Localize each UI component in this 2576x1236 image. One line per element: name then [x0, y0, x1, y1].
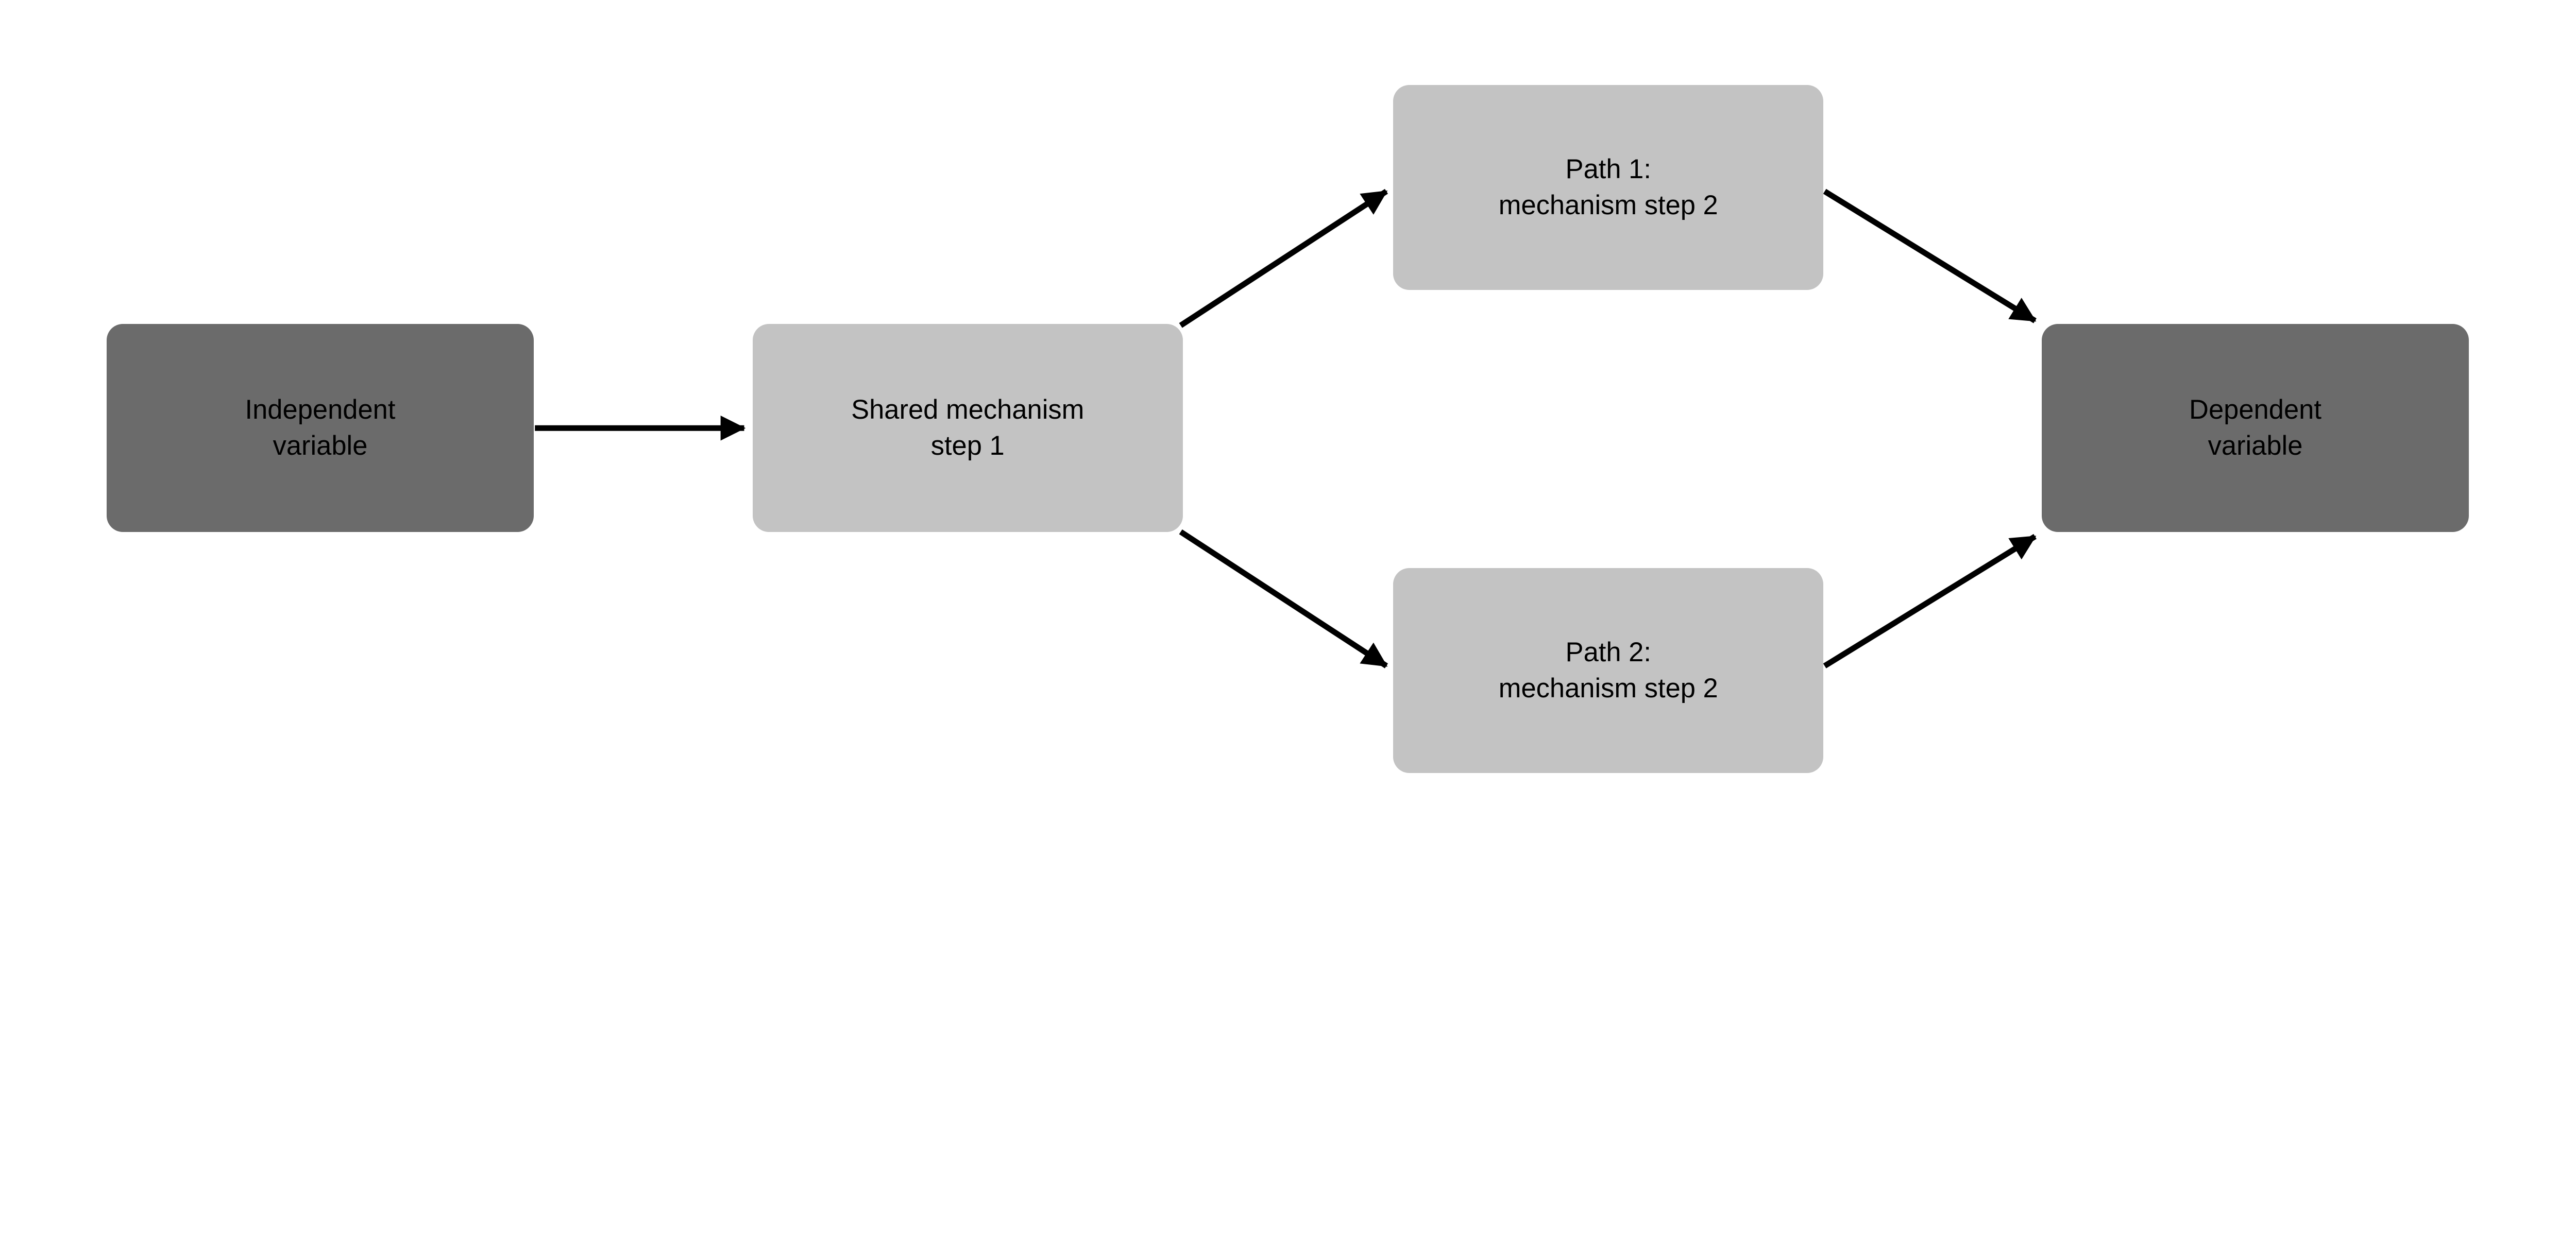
node-path-1-mechanism-step-2-label: Path 1: mechanism step 2 [1498, 154, 1718, 220]
edge-shared-to-path1 [1179, 188, 1388, 328]
edge-path2-to-dependent [1823, 534, 2037, 668]
node-dependent-variable-label: Dependent variable [2189, 394, 2321, 461]
node-shared-mechanism-step-1: Shared mechanism step 1 [752, 324, 1183, 533]
node-path-2-mechanism-step-2-label: Path 2: mechanism step 2 [1498, 637, 1718, 704]
node-shared-mechanism-step-1-label: Shared mechanism step 1 [851, 394, 1084, 461]
node-path-1-mechanism-step-2: Path 1: mechanism step 2 [1393, 84, 1824, 290]
node-independent-variable: Independent variable [107, 324, 534, 533]
node-dependent-variable: Dependent variable [2042, 324, 2469, 533]
node-independent-variable-label: Independent variable [245, 394, 396, 461]
edge-path1-to-dependent [1823, 188, 2037, 323]
mechanism-flow-diagram: Independent variable Shared mechanism st… [107, 84, 2469, 773]
edges-layer [535, 188, 2037, 668]
edge-shared-to-path2 [1179, 529, 1388, 668]
node-path-2-mechanism-step-2: Path 2: mechanism step 2 [1393, 568, 1824, 773]
